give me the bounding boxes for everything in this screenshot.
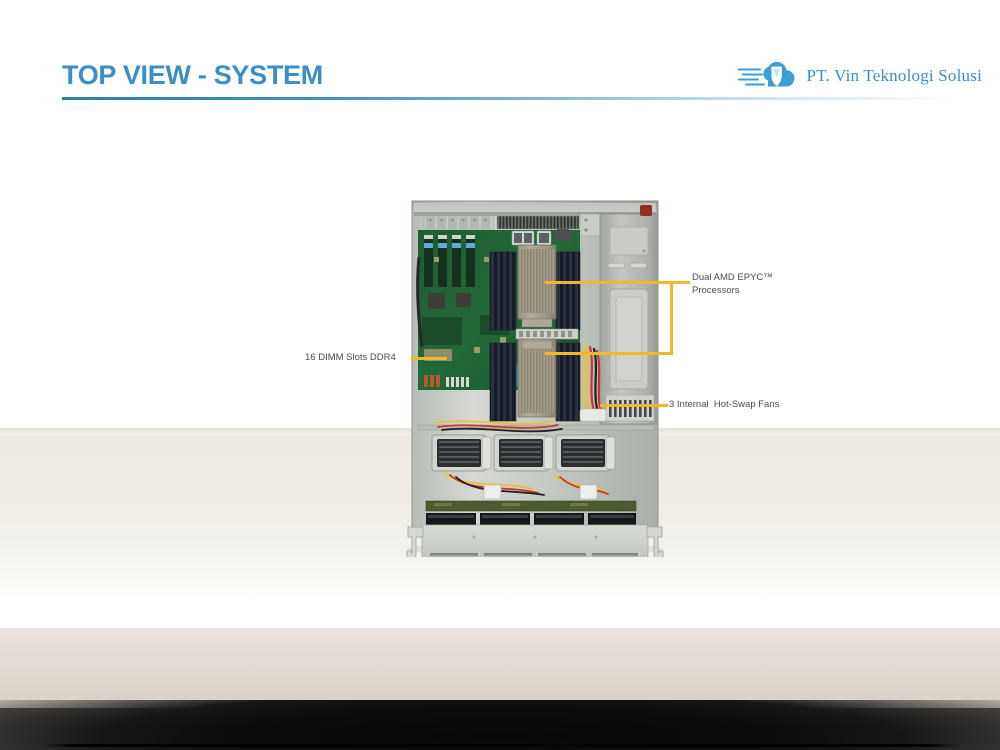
company-logo-text: PT. Vin Teknologi Solusi [806, 66, 982, 85]
callout-leader-processors-bracket [670, 281, 673, 355]
callout-leader-processors-top [545, 281, 690, 284]
callout-label-fans: 3 Internal Hot-Swap Fans [669, 399, 780, 410]
callout-label-processors: Dual AMD EPYC™ Processors [692, 272, 773, 296]
callout-leader-memory [411, 357, 447, 360]
background-band-lower [0, 628, 1000, 710]
background-band-lower-sheen [0, 628, 1000, 642]
cloud-speed-icon [737, 59, 800, 93]
title-underline-rule [62, 97, 960, 100]
page-title: TOP VIEW - SYSTEM [62, 60, 323, 90]
background-dark-hairline [40, 744, 960, 747]
callout-label-memory: 16 DIMM Slots DDR4 [305, 352, 396, 363]
background-band-white [0, 600, 1000, 630]
callout-leader-fans [600, 404, 668, 407]
company-logo: PT. Vin Teknologi Solusi [737, 59, 982, 93]
background-dark-vignette [0, 700, 1000, 750]
background-band-dark [0, 708, 1000, 750]
callout-leader-processors-bottom [545, 352, 672, 355]
server-top-view-image [404, 197, 666, 557]
